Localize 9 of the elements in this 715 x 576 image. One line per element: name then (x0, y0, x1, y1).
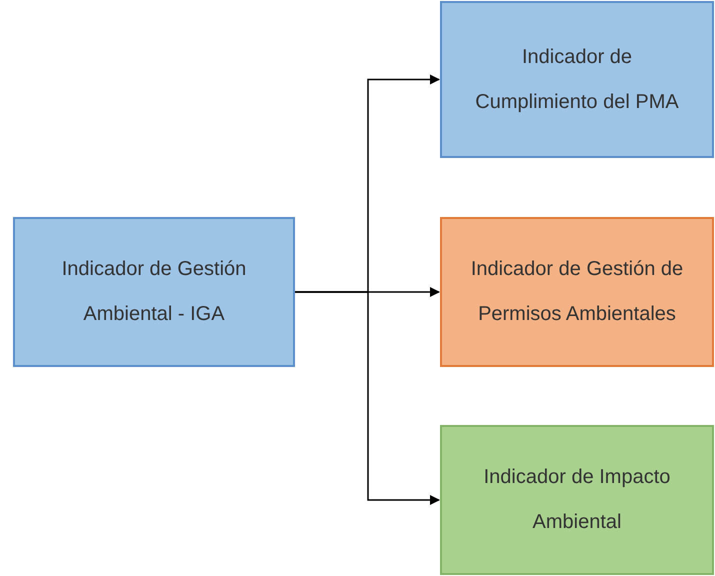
process-box (13, 217, 295, 367)
process-box (440, 1, 714, 158)
arrow (295, 291, 440, 505)
process-box (440, 217, 714, 367)
box-label: Indicador de Impacto Ambiental (482, 465, 672, 535)
box-label: Indicador de Gestión de Permisos Ambientales (470, 257, 684, 327)
box-label: Indicador de Gestión Ambiental - IGA (60, 257, 248, 327)
box-label: Indicador de Cumplimiento del PMA (474, 44, 680, 114)
process-box (440, 425, 714, 575)
